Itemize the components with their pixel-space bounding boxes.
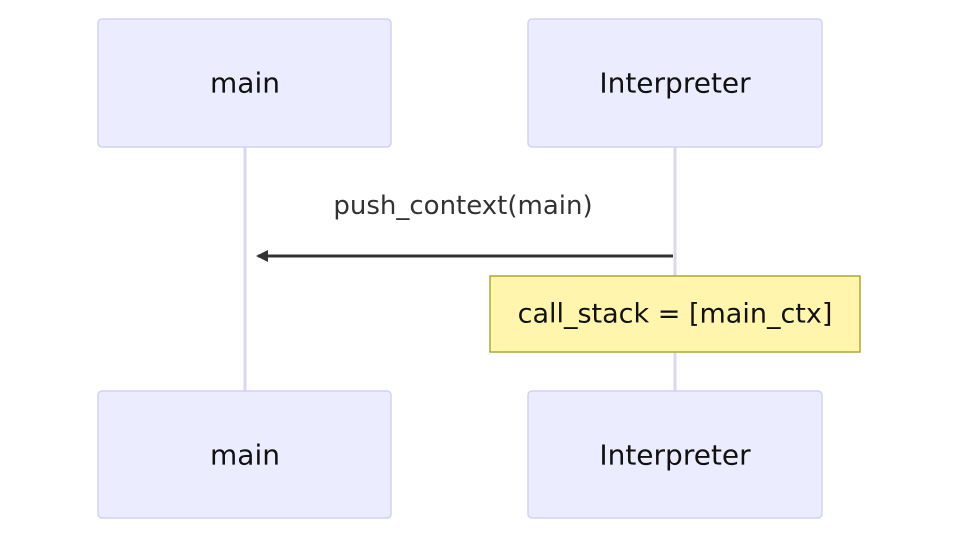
note-box bbox=[489, 275, 861, 353]
note: call_stack = [main_ctx] bbox=[489, 275, 861, 353]
actor-interpreter-bottom[interactable]: Interpreter bbox=[527, 390, 823, 519]
note-text: call_stack = [main_ctx] bbox=[518, 299, 833, 330]
actor-main-bottom-label: main bbox=[210, 439, 280, 472]
actor-main-top-box bbox=[97, 18, 392, 148]
actor-interpreter-top[interactable]: Interpreter bbox=[527, 18, 823, 148]
actor-main-top-label: main bbox=[210, 67, 280, 100]
actor-interpreter-top-label: Interpreter bbox=[599, 67, 751, 100]
actor-interpreter-bottom-box bbox=[527, 390, 823, 519]
actor-main-bottom[interactable]: main bbox=[97, 390, 392, 519]
actor-interpreter-bottom-label: Interpreter bbox=[599, 439, 751, 472]
actor-interpreter-top-box bbox=[527, 18, 823, 148]
message-label: push_context(main) bbox=[333, 191, 592, 221]
actor-main-bottom-box bbox=[97, 390, 392, 519]
actor-main-top[interactable]: main bbox=[97, 18, 392, 148]
